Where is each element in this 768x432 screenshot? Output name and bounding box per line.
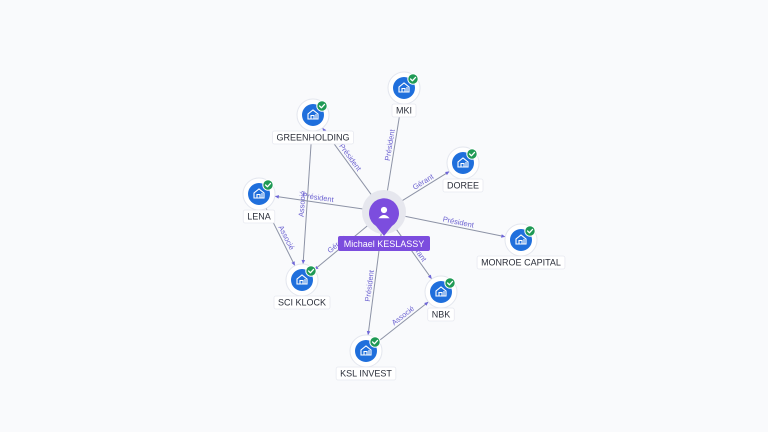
edge-label: Associé: [277, 224, 297, 252]
check-badge-icon: [305, 265, 317, 277]
node-name: DOREE: [447, 180, 479, 190]
center-name: Michael KESLASSY: [344, 239, 425, 249]
node-label-box: [335, 366, 397, 381]
building-icon: [253, 188, 265, 199]
node-doree[interactable]: DOREE: [442, 146, 484, 193]
building-icon: [360, 345, 372, 356]
node-kslinvest[interactable]: KSL INVEST: [335, 334, 397, 381]
edge-kslinvest-nbk[interactable]: Associé: [378, 301, 429, 342]
node-label: NBK: [427, 307, 455, 322]
center-node[interactable]: Michael KESLASSY: [338, 190, 430, 251]
node-name: NBK: [432, 309, 451, 319]
edge-line: [398, 214, 506, 238]
node-label: MKI: [391, 103, 417, 118]
building-icon: [307, 109, 319, 120]
node-label: SCI KLOCK: [273, 295, 331, 310]
check-badge-icon: [369, 336, 381, 348]
edge-line: [274, 195, 370, 211]
node-name: SCI KLOCK: [278, 297, 326, 307]
building-icon: [398, 82, 410, 93]
edge-line: [378, 301, 429, 342]
building-icon: [515, 234, 527, 245]
node-mki[interactable]: MKI: [387, 71, 421, 118]
edge-line: [302, 130, 313, 265]
node-label: MONROE CAPITAL: [476, 255, 566, 270]
edge-arrow: [274, 195, 280, 199]
edge-label: Associé: [297, 191, 308, 218]
check-badge-icon: [444, 277, 456, 289]
node-name: KSL INVEST: [340, 368, 392, 378]
person-icon: [378, 206, 390, 219]
edge-center-nbk[interactable]: Gérant: [392, 223, 433, 280]
node-monroe[interactable]: MONROE CAPITAL: [476, 223, 566, 270]
check-badge-icon: [466, 148, 478, 160]
node-label-box: [272, 130, 354, 145]
node-name: MONROE CAPITAL: [481, 257, 561, 267]
node-nbk[interactable]: NBK: [424, 275, 458, 322]
check-badge-icon: [316, 100, 328, 112]
node-label-box: [273, 295, 331, 310]
node-label: KSL INVEST: [335, 366, 397, 381]
check-badge-icon: [524, 225, 536, 237]
edge-label: Président: [363, 269, 376, 302]
building-icon: [457, 157, 469, 168]
edge-line: [385, 103, 402, 198]
edge-arrow: [301, 259, 306, 265]
node-label-box: [476, 255, 566, 270]
center-name-badge: [338, 236, 430, 251]
edge-label: Président: [337, 142, 364, 174]
node-label-box: [427, 307, 455, 322]
check-badge-icon: [262, 179, 274, 191]
node-name: LENA: [247, 211, 271, 221]
building-icon: [296, 274, 308, 285]
check-badge-icon: [407, 73, 419, 85]
edge-arrow: [366, 330, 371, 336]
edge-arrow: [424, 301, 429, 306]
node-label-box: [442, 178, 484, 193]
edge-center-doree[interactable]: Gérant: [396, 171, 450, 205]
node-label-box: [242, 209, 276, 224]
node-sciklock[interactable]: SCI KLOCK: [273, 263, 331, 310]
edge-arrow: [445, 171, 450, 176]
edge-arrow: [427, 274, 432, 279]
nodes-layer: MKI GREENHOLDING DOREE LENA MONROE CAPITAL SC…: [242, 71, 566, 381]
node-label-box: [391, 103, 417, 118]
edge-arrow: [501, 234, 506, 238]
edge-center-mki[interactable]: Président: [383, 103, 403, 198]
edge-line: [396, 171, 450, 205]
edge-center-monroe[interactable]: Président: [398, 214, 506, 238]
edge-label: Associé: [390, 304, 416, 327]
node-label: GREENHOLDING: [272, 130, 354, 145]
edge-greenholding-sciklock[interactable]: Associé: [297, 130, 313, 265]
node-label: DOREE: [442, 178, 484, 193]
node-name: MKI: [396, 105, 412, 115]
node-name: GREENHOLDING: [276, 132, 349, 142]
node-greenholding[interactable]: GREENHOLDING: [272, 98, 354, 145]
node-lena[interactable]: LENA: [242, 177, 276, 224]
edge-line: [392, 223, 433, 280]
building-icon: [435, 286, 447, 297]
edge-arrow: [291, 261, 295, 266]
edge-center-lena[interactable]: Président: [274, 191, 370, 211]
node-label: LENA: [242, 209, 276, 224]
